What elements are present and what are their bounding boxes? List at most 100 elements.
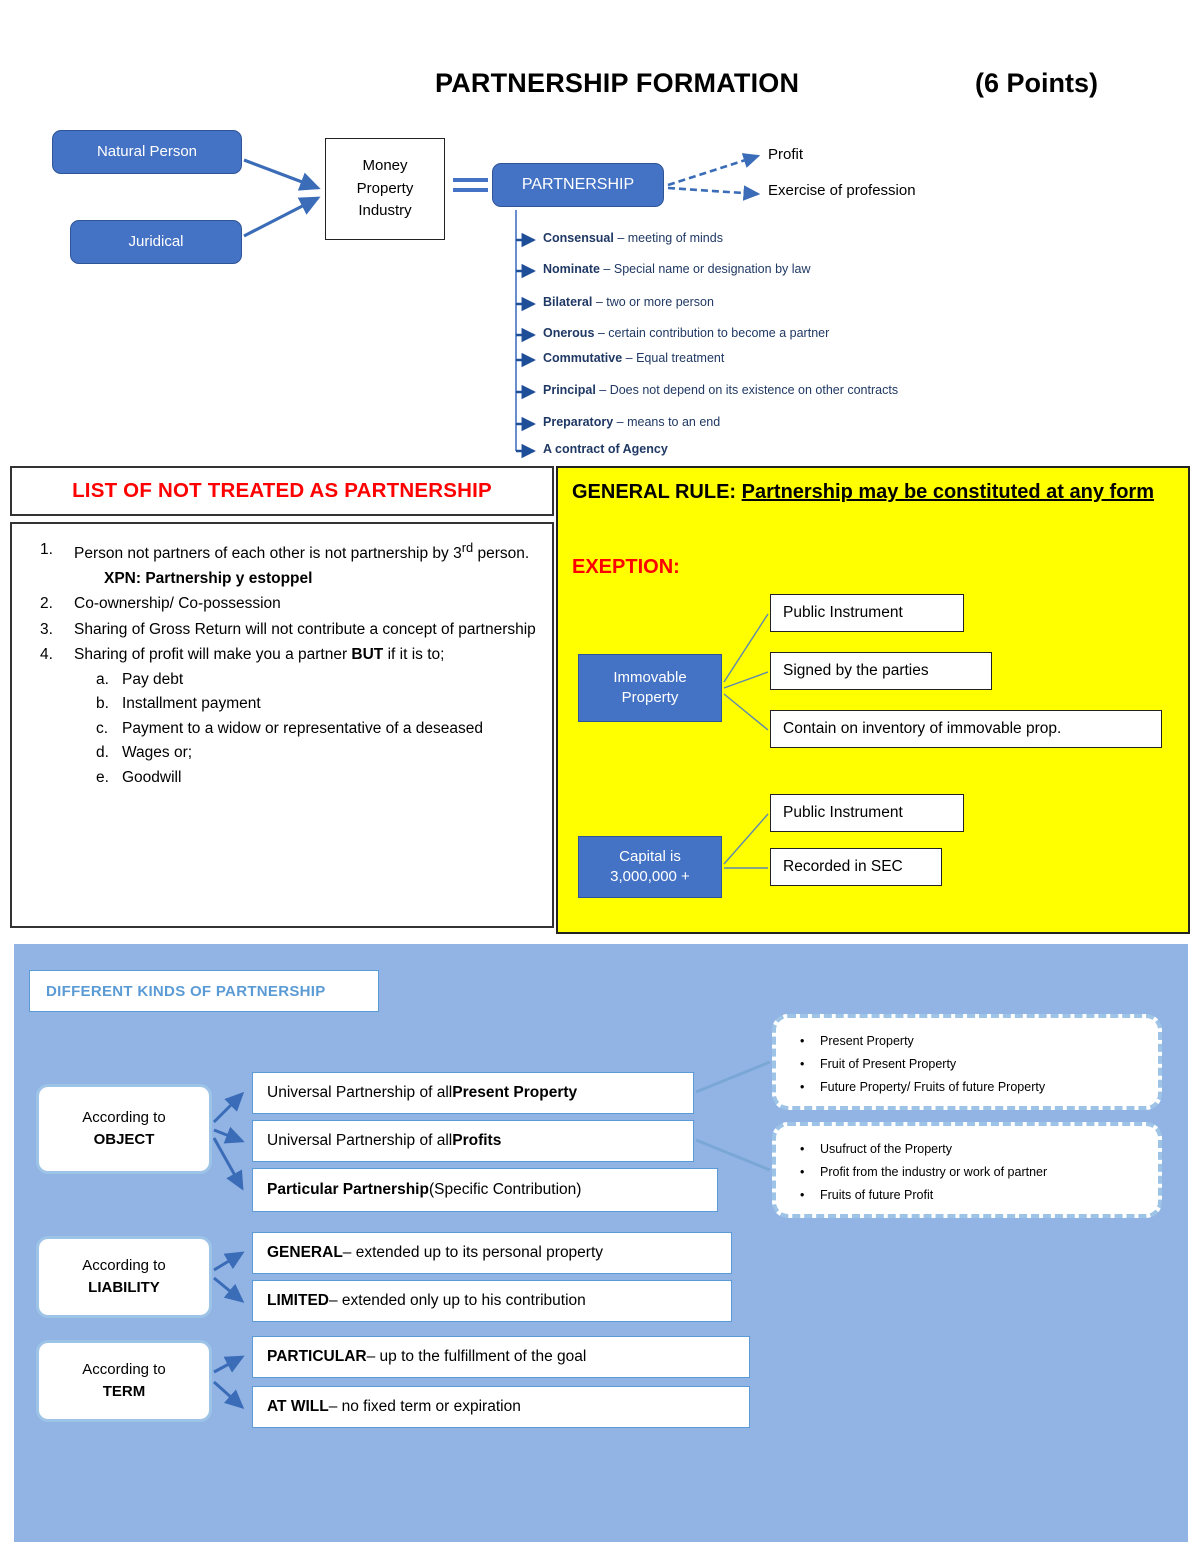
characteristic-term: Nominate — [543, 262, 600, 276]
kinds-of-partnership-panel: DIFFERENT KINDS OF PARTNERSHIP According… — [14, 944, 1188, 1542]
immovable-requirement-3: Contain on inventory of immovable prop. — [770, 710, 1162, 748]
kinds-panel-connectors — [212, 1060, 771, 1409]
node-immovable-property[interactable]: Immovable Property — [578, 654, 722, 722]
list-marker: 2. — [40, 595, 53, 613]
characteristic-item: Bilateral – two or more person — [543, 296, 714, 309]
sub-list: a. Pay debt b. Installment payment c. Payment… — [74, 668, 540, 790]
category-liability[interactable]: According to LIABILITY — [36, 1236, 212, 1318]
not-treated-as-partnership-panel: LIST OF NOT TREATED AS PARTNERSHIP 1.Per… — [10, 466, 554, 928]
page-title: PARTNERSHIP FORMATION — [435, 68, 800, 98]
characteristic-term: Onerous — [543, 326, 595, 340]
list-marker: 4. — [40, 646, 53, 664]
characteristic-item: Commutative – Equal treatment — [543, 352, 724, 365]
callout-profits: Usufruct of the PropertyProfit from the … — [772, 1122, 1162, 1218]
node-partnership[interactable]: PARTNERSHIP — [492, 163, 664, 207]
callout-list-item: Future Property/ Fruits of future Proper… — [794, 1076, 1148, 1099]
list-item: 4. Sharing of profit will make you a part… — [12, 643, 540, 790]
category-liability-prefix: According to — [82, 1257, 166, 1275]
node-juridical[interactable]: Juridical — [70, 220, 242, 264]
capital-line-1: Capital is — [619, 847, 681, 865]
list-item-text: Co-ownership/ Co-possession — [74, 595, 281, 613]
sub-list-marker: a. — [96, 670, 109, 688]
node-juridical-label: Juridical — [128, 233, 184, 251]
characteristic-desc: – Equal treatment — [622, 351, 725, 365]
category-term-prefix: According to — [82, 1361, 166, 1379]
immovable-property-line-2: Property — [621, 689, 679, 706]
category-term-name: TERM — [102, 1383, 146, 1400]
sub-list-marker: d. — [96, 744, 109, 762]
sub-list-marker: b. — [96, 695, 109, 713]
sub-list-text: Wages or; — [122, 744, 193, 762]
kind-box[interactable]: AT WILL – no fixed term or expiration — [252, 1386, 750, 1428]
kind-text-suffix: – up to the fulfillment of the goal — [366, 1348, 587, 1365]
callout-list-item: Present Property — [794, 1030, 1148, 1053]
general-rule: GENERAL RULE: Partnership may be constit… — [572, 478, 1172, 506]
kind-text-suffix: – extended only up to his contribution — [329, 1292, 586, 1309]
kind-box[interactable]: LIMITED – extended only up to his contri… — [252, 1280, 732, 1322]
form-panel-connectors — [723, 613, 769, 869]
node-natural-person-label: Natural Person — [96, 143, 198, 161]
sub-list-item: e.Goodwill — [74, 766, 540, 790]
node-contribution[interactable]: Money Property Industry — [325, 138, 445, 240]
characteristic-desc: – Does not depend on its existence on ot… — [595, 383, 899, 397]
characteristic-item: Nominate – Special name or designation b… — [543, 263, 811, 276]
characteristic-desc: – certain contribution to become a partn… — [594, 326, 830, 340]
list-marker: 3. — [40, 620, 53, 638]
sub-list-text: Installment payment — [122, 695, 261, 713]
callout-list: Present PropertyFruit of Present Propert… — [794, 1030, 1148, 1098]
general-rule-label: GENERAL RULE: — [572, 481, 737, 503]
kind-box[interactable]: GENERAL – extended up to its personal pr… — [252, 1232, 732, 1274]
sub-list-text: Payment to a widow or representative of … — [122, 719, 484, 737]
points-badge: (6 Points) — [975, 68, 1099, 98]
contribution-line-2: Property — [356, 179, 414, 197]
list-item-text: Person not partners of each other is not… — [74, 540, 530, 563]
immovable-requirement-1: Public Instrument — [770, 594, 964, 632]
characteristic-term: Preparatory — [543, 415, 614, 429]
characteristic-term: A contract of Agency — [543, 442, 668, 456]
node-capital-threshold[interactable]: Capital is 3,000,000 + — [578, 836, 722, 898]
capital-requirement-2: Recorded in SEC — [770, 848, 942, 886]
purpose-exercise-of-profession: Exercise of profession — [768, 182, 916, 199]
callout-list-item: Fruit of Present Property — [794, 1053, 1148, 1076]
category-object[interactable]: According to OBJECT — [36, 1084, 212, 1174]
characteristic-term: Commutative — [543, 351, 623, 365]
callout-list: Usufruct of the PropertyProfit from the … — [794, 1138, 1148, 1206]
not-partnership-heading-box: LIST OF NOT TREATED AS PARTNERSHIP — [10, 466, 554, 516]
kind-text-name: AT WILL — [267, 1398, 329, 1415]
sub-list-item: a. Pay debt — [74, 668, 540, 692]
characteristic-desc: – Special name or designation by law — [599, 262, 811, 276]
page-header: PARTNERSHIP FORMATION (6 Points) — [0, 68, 1200, 108]
characteristic-item: Onerous – certain contribution to become… — [543, 327, 829, 340]
node-natural-person[interactable]: Natural Person — [52, 130, 242, 174]
sub-list-text: Pay debt — [122, 670, 184, 688]
not-partnership-body: 1.Person not partners of each other is n… — [10, 522, 554, 928]
list-item: 1.Person not partners of each other is n… — [12, 538, 540, 591]
kind-box[interactable]: Universal Partnership of all Profits — [252, 1120, 694, 1162]
kind-box[interactable]: Universal Partnership of all Present Pro… — [252, 1072, 694, 1114]
list-item-note: XPN: Partnership y estoppel — [104, 569, 313, 587]
kinds-panel-title: DIFFERENT KINDS OF PARTNERSHIP — [29, 970, 379, 1012]
category-object-name: OBJECT — [93, 1131, 155, 1148]
callout-present-property: Present PropertyFruit of Present Propert… — [772, 1014, 1162, 1110]
characteristic-term: Bilateral — [543, 295, 593, 309]
sub-list-marker: c. — [96, 719, 109, 737]
partnership-formation-diagram: Natural Person Juridical Money Property … — [0, 118, 1200, 463]
not-partnership-item-list: 1.Person not partners of each other is n… — [12, 538, 540, 790]
sub-list-item: c. Payment to a widow or representative o… — [74, 717, 540, 741]
kind-box[interactable]: Particular Partnership (Specific Contrib… — [252, 1168, 718, 1212]
list-item-emphasis: BUT — [351, 646, 384, 664]
list-item-text: Sharing of profit will make you a partne… — [74, 646, 445, 664]
characteristic-desc: – means to an end — [613, 415, 721, 429]
callout-list-item: Usufruct of the Property — [794, 1138, 1148, 1161]
kind-box[interactable]: PARTICULAR – up to the fulfillment of th… — [252, 1336, 750, 1378]
sub-list-item: b. Installment payment — [74, 692, 540, 716]
kind-text-prefix: Universal Partnership of all — [267, 1132, 453, 1149]
characteristic-term: Consensual — [543, 231, 614, 245]
characteristic-desc: – two or more person — [592, 295, 714, 309]
category-term[interactable]: According to TERM — [36, 1340, 212, 1422]
category-liability-name: LIABILITY — [88, 1279, 160, 1296]
kind-text-name: PARTICULAR — [267, 1348, 367, 1365]
sub-list-text: Goodwill — [122, 768, 182, 786]
characteristic-item: Preparatory – means to an end — [543, 416, 720, 429]
kind-text-suffix: (Specific Contribution) — [428, 1181, 582, 1198]
